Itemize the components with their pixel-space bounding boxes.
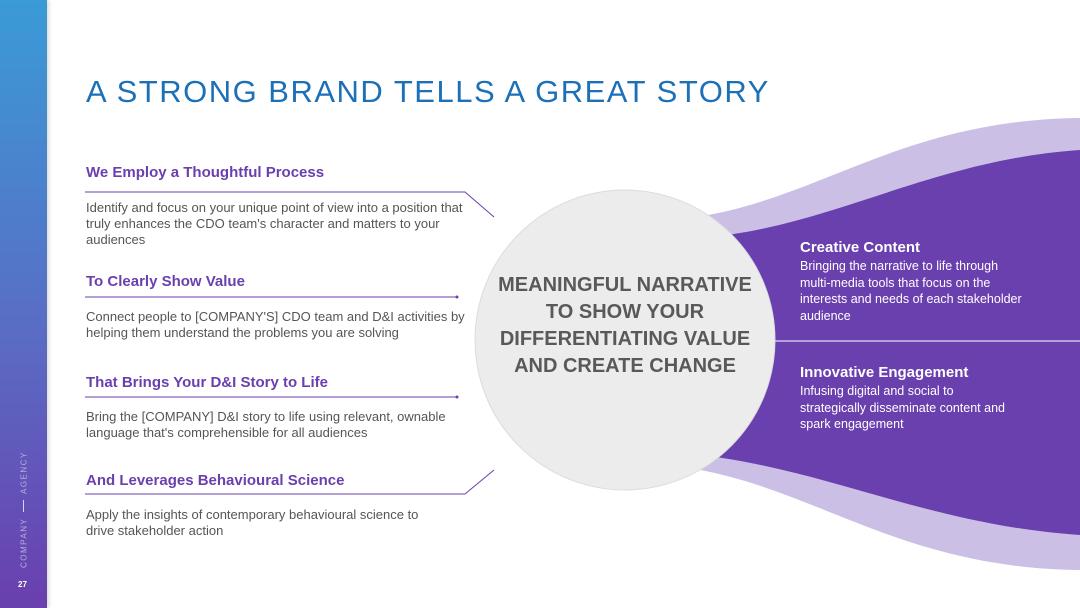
connector-4 xyxy=(85,469,495,495)
innovative-engagement-heading: Innovative Engagement xyxy=(800,364,969,381)
item-1-body: Identify and focus on your unique point … xyxy=(86,200,463,247)
item-2-heading: To Clearly Show Value xyxy=(86,273,245,290)
creative-content-heading: Creative Content xyxy=(800,239,921,256)
item-3-body: Bring the [COMPANY] D&I story to life us… xyxy=(86,409,446,440)
sidebar: COMPANY AGENCY 27 xyxy=(0,0,47,608)
creative-content-body: Bringing the narrative to life through m… xyxy=(800,259,1022,323)
page-number: 27 xyxy=(18,580,27,589)
item-1-heading: We Employ a Thoughtful Process xyxy=(86,164,325,181)
item-4-heading: And Leverages Behavioural Science xyxy=(86,472,345,489)
center-statement: MEANINGFUL NARRATIVE TO SHOW YOUR DIFFER… xyxy=(498,274,752,377)
innovative-engagement-body: Infusing digital and social to strategic… xyxy=(800,384,1005,431)
item-2-body: Connect people to [COMPANY'S] CDO team a… xyxy=(86,309,465,340)
item-4-body: Apply the insights of contemporary behav… xyxy=(86,507,419,538)
center-circle xyxy=(474,189,776,491)
connector-2-dot xyxy=(455,295,459,299)
dark-wave-shape xyxy=(700,150,1080,535)
page-title: A STRONG BRAND TELLS A GREAT STORY xyxy=(86,74,770,109)
connector-3-dot xyxy=(455,395,459,399)
item-3-heading: That Brings Your D&I Story to Life xyxy=(86,374,328,391)
connector-1 xyxy=(85,191,495,218)
